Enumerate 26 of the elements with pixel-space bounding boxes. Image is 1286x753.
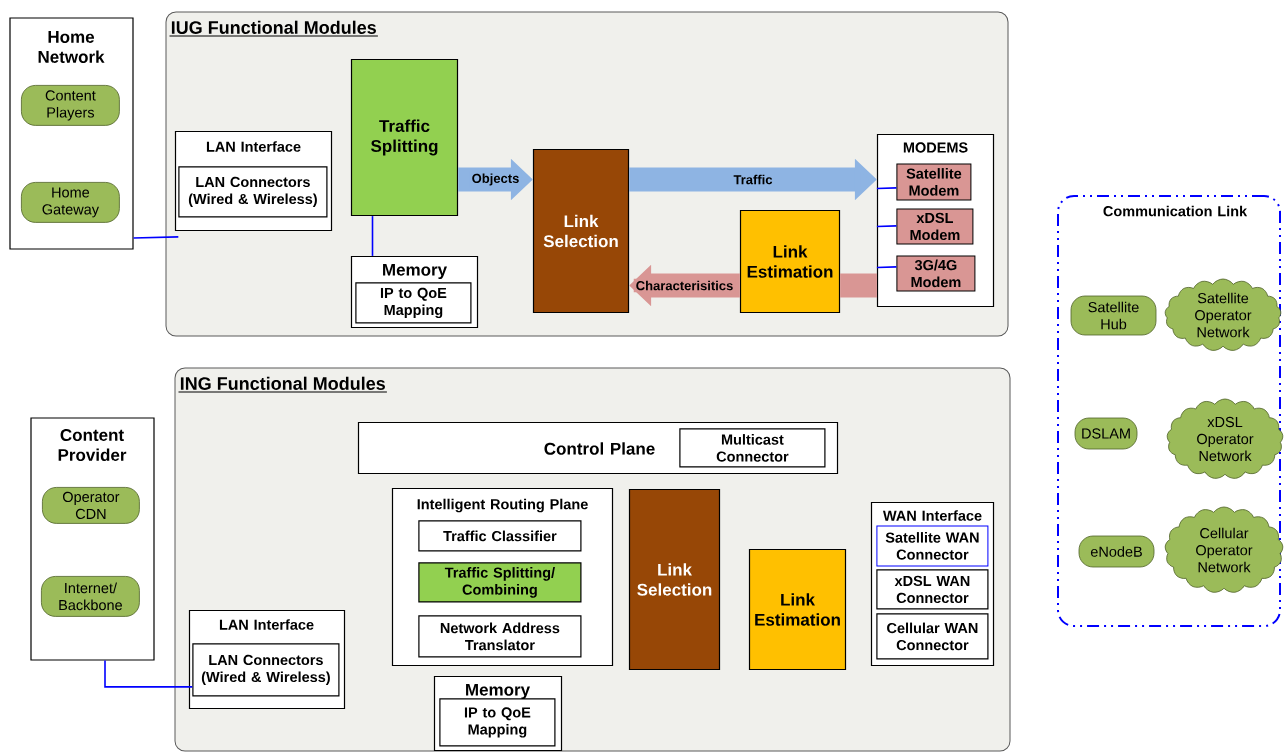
process-box: Link Estimation (739, 209, 841, 314)
process-box: xDSL WAN Connector (876, 569, 989, 610)
process-box: Network Address Translator (418, 615, 582, 658)
connector-line (876, 225, 898, 228)
process-box: Link Selection (628, 488, 721, 671)
process-box: Cellular WAN Connector (876, 613, 989, 660)
process-box: Traffic Splitting/ Combining (418, 562, 582, 603)
connector-line (876, 187, 898, 190)
connector-line (104, 659, 194, 688)
process-box: Multicast Connector (679, 428, 826, 468)
process-box: Traffic Splitting (350, 58, 459, 217)
process-box: IP to QoE Mapping (439, 698, 556, 747)
connector-line (132, 236, 180, 239)
process-box: Traffic Classifier (418, 520, 582, 552)
connector-line (876, 266, 898, 269)
modem-box: xDSL Modem (896, 208, 974, 245)
process-box: LAN Connectors (Wired & Wireless) (192, 643, 340, 697)
modem-box: Satellite Modem (896, 163, 972, 201)
process-box: Satellite WAN Connector (876, 525, 989, 567)
process-box: LAN Connectors (Wired & Wireless) (178, 166, 328, 218)
edge-label: Objects (469, 171, 522, 188)
process-box: IP to QoE Mapping (355, 282, 472, 324)
process-box: Link Estimation (748, 548, 847, 671)
modem-box: 3G/4G Modem (896, 255, 976, 292)
process-box: Link Selection (532, 148, 630, 314)
connector-line (371, 215, 374, 257)
